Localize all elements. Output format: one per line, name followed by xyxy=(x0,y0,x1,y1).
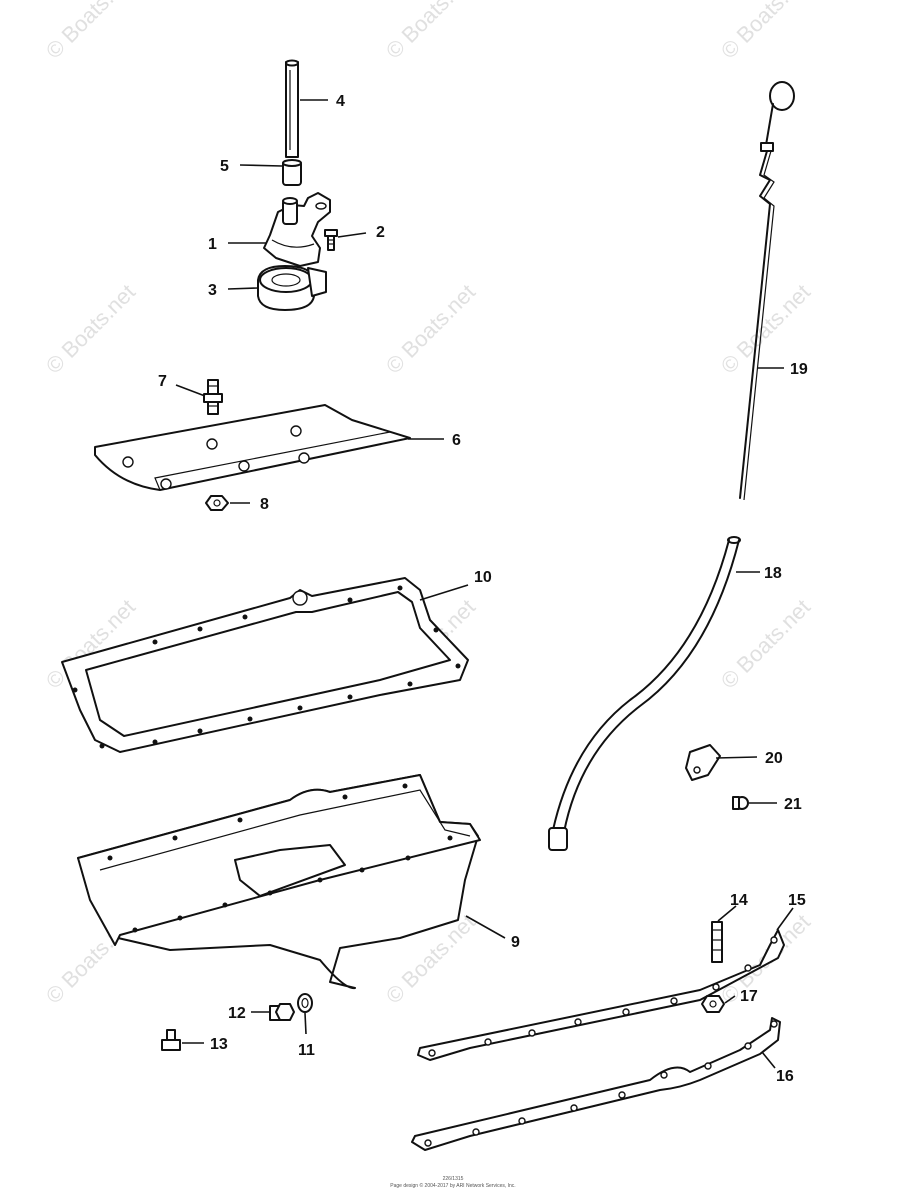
part-10-gasket xyxy=(61,577,469,753)
callout-15: 15 xyxy=(788,892,806,909)
callout-17: 17 xyxy=(740,988,758,1005)
callout-1: 1 xyxy=(208,236,217,253)
watermark: © Boats.net xyxy=(381,279,480,378)
part-17-nut xyxy=(701,995,725,1013)
part-7-stud xyxy=(203,379,223,415)
callout-4: 4 xyxy=(336,93,345,110)
part-15-rail-gasket xyxy=(417,929,785,1061)
callout-10: 10 xyxy=(474,569,492,586)
callout-11: 11 xyxy=(298,1042,315,1059)
callout-14: 14 xyxy=(730,892,748,909)
callout-21: 21 xyxy=(784,796,802,813)
part-19-dipstick xyxy=(739,81,795,501)
watermark: © Boats.net xyxy=(41,279,140,378)
callout-9: 9 xyxy=(511,934,520,951)
callout-13: 13 xyxy=(210,1036,228,1053)
watermark: © Boats.net xyxy=(716,594,815,693)
callout-19: 19 xyxy=(790,361,808,378)
part-11-washer xyxy=(297,993,313,1013)
callout-2: 2 xyxy=(376,224,385,241)
watermark: © Boats.net xyxy=(381,0,480,64)
part-9-oil-pan xyxy=(77,774,481,990)
footer-code: 226/1315 xyxy=(442,1176,464,1182)
part-13-bolt xyxy=(161,1029,181,1051)
watermark: © Boats.net xyxy=(41,0,140,64)
part-8-nut xyxy=(205,495,229,511)
watermark: © Boats.net xyxy=(716,0,815,64)
callout-labels: 1 2 3 4 5 6 7 8 9 10 11 12 13 14 15 16 1… xyxy=(158,93,808,1085)
callout-5: 5 xyxy=(220,158,229,175)
footer-copyright: Page design © 2004-2017 by ARI Network S… xyxy=(390,1183,516,1189)
callout-18: 18 xyxy=(764,565,782,582)
callout-12: 12 xyxy=(228,1005,246,1022)
part-4-tube xyxy=(285,59,299,158)
part-2-bolt xyxy=(324,229,338,251)
callout-8: 8 xyxy=(260,496,269,513)
callout-3: 3 xyxy=(208,282,217,299)
part-20-clamp xyxy=(685,744,721,781)
part-12-drain-plug xyxy=(269,1003,295,1021)
part-6-baffle xyxy=(94,404,411,491)
part-16-rail-gasket xyxy=(411,1017,781,1151)
callout-20: 20 xyxy=(765,750,783,767)
part-18-dipstick-tube xyxy=(548,536,741,851)
callout-6: 6 xyxy=(452,432,461,449)
callout-16: 16 xyxy=(776,1068,794,1085)
leader-lines xyxy=(175,99,794,1069)
callout-7: 7 xyxy=(158,373,167,390)
part-5-bushing xyxy=(282,159,302,186)
part-1-oil-pump xyxy=(263,192,331,267)
part-14-stud xyxy=(711,921,723,963)
part-3-pickup-screen xyxy=(257,265,327,311)
part-21-screw xyxy=(732,796,749,810)
